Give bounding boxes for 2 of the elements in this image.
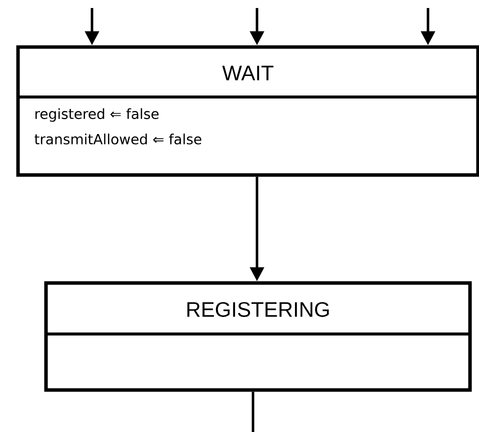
state-box: REGISTERING xyxy=(44,281,472,392)
state-box: WAIT registered ⇐ false transmitAllowed ⇐ false xyxy=(16,45,479,177)
